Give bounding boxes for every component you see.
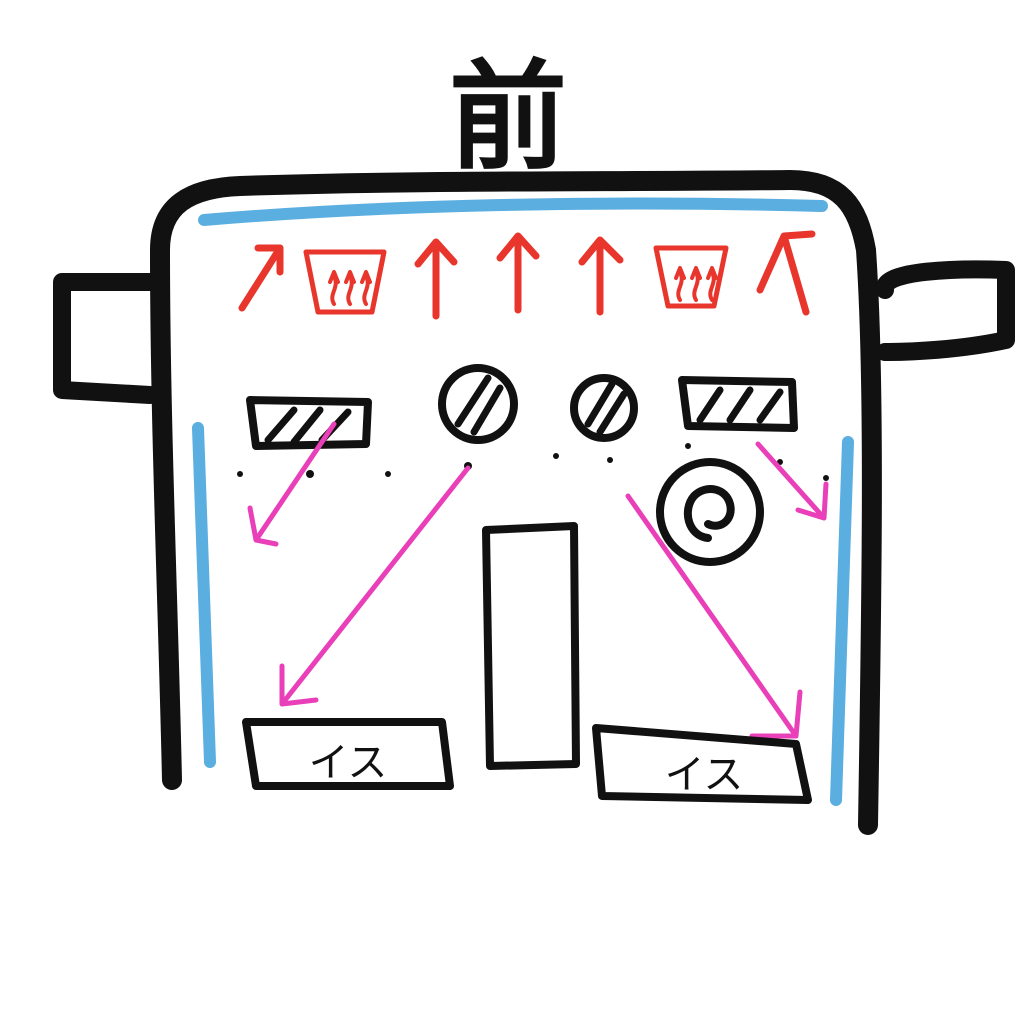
- right-handle: [876, 260, 1015, 361]
- left-window: [192, 422, 216, 768]
- heater-icon: [303, 249, 387, 315]
- seat: イス: [592, 724, 812, 804]
- dot: [607, 457, 613, 463]
- arrow-icon: [625, 493, 803, 739]
- seat: イス: [242, 718, 454, 790]
- arrow-icon: [414, 238, 458, 320]
- dot: [685, 443, 691, 449]
- dot: [553, 453, 559, 459]
- front-window: [198, 197, 828, 226]
- arrow-icon: [496, 232, 540, 314]
- vents: [246, 364, 798, 566]
- dot: [237, 471, 243, 477]
- vent-icon: [678, 376, 798, 432]
- right-window: [830, 436, 854, 806]
- heater-icon: [653, 245, 729, 309]
- center-block: [482, 522, 580, 770]
- vent-icon: [246, 396, 372, 450]
- arrow-icon: [238, 244, 284, 312]
- arrow-icon: [755, 441, 829, 521]
- heater-airflow-row: [238, 230, 816, 320]
- dot: [385, 471, 391, 477]
- windows: [192, 197, 854, 806]
- arrow-icon: [279, 465, 471, 707]
- front-title: 前: [449, 48, 567, 186]
- seat-label: イス: [309, 740, 388, 786]
- vent-icon: [570, 374, 638, 442]
- arrow-icon: [756, 230, 816, 316]
- dot: [306, 470, 314, 478]
- room-outline: [150, 170, 882, 835]
- dot: [823, 475, 829, 481]
- seats: イス イス: [242, 718, 812, 804]
- arrow-icon: [247, 421, 337, 547]
- vent-icon: [438, 364, 518, 444]
- vent-airflow: [247, 421, 829, 739]
- seat-label: イス: [665, 752, 744, 798]
- left-handle: [53, 273, 159, 404]
- round-vent-icon: [656, 458, 764, 566]
- arrow-icon: [578, 236, 624, 316]
